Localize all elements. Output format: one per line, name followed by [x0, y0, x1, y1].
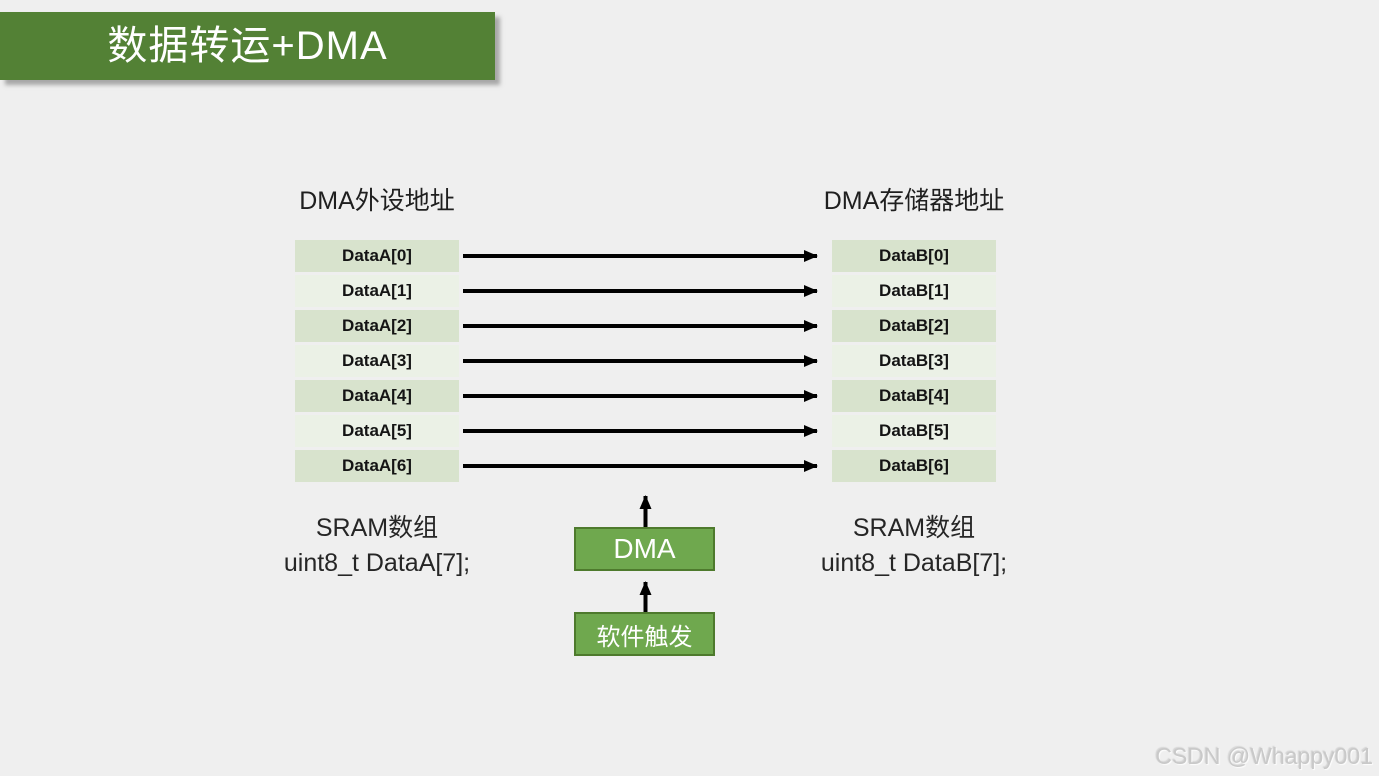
right-sram-note: SRAM数组 uint8_t DataB[7];	[774, 511, 1054, 581]
array-cell: DataB[5]	[832, 415, 996, 447]
dma-box-label: DMA	[613, 533, 676, 564]
software-trigger-label: 软件触发	[596, 623, 693, 651]
software-trigger-box: 软件触发	[574, 612, 715, 656]
array-cell: DataB[2]	[832, 310, 996, 342]
right-sram-declaration: uint8_t DataB[7];	[820, 549, 1008, 577]
left-sram-title: SRAM数组	[315, 514, 439, 542]
array-cell: DataA[3]	[295, 345, 459, 377]
array-cell: DataB[6]	[832, 450, 996, 482]
page-title: 数据转运+DMA	[107, 24, 388, 68]
left-column-header: DMA外设地址	[299, 187, 455, 215]
array-cell: DataB[1]	[832, 275, 996, 307]
right-sram-title: SRAM数组	[852, 514, 976, 542]
array-cell: DataB[0]	[832, 240, 996, 272]
title-banner: 数据转运+DMA	[0, 12, 495, 80]
array-cell: DataA[0]	[295, 240, 459, 272]
array-cell: DataA[4]	[295, 380, 459, 412]
array-cell: DataB[3]	[832, 345, 996, 377]
watermark: CSDN @Whappy001	[1155, 743, 1373, 769]
left-sram-note: SRAM数组 uint8_t DataA[7];	[237, 511, 517, 581]
right-array: DataB[0]DataB[1]DataB[2]DataB[3]DataB[4]…	[832, 240, 996, 485]
array-cell: DataB[4]	[832, 380, 996, 412]
array-cell: DataA[6]	[295, 450, 459, 482]
right-column-header: DMA存储器地址	[823, 187, 1005, 215]
array-cell: DataA[2]	[295, 310, 459, 342]
dma-box: DMA	[574, 527, 715, 571]
left-sram-declaration: uint8_t DataA[7];	[283, 549, 471, 577]
left-array: DataA[0]DataA[1]DataA[2]DataA[3]DataA[4]…	[295, 240, 459, 485]
array-cell: DataA[1]	[295, 275, 459, 307]
array-cell: DataA[5]	[295, 415, 459, 447]
